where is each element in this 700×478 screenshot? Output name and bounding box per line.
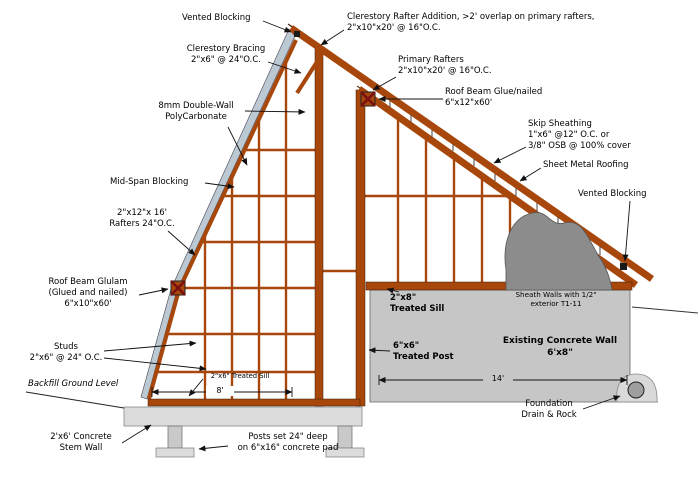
treated-sill-2x6-member: [147, 398, 361, 407]
backfill-ground-line: [25, 391, 125, 409]
clerestory-bracing-member: [295, 52, 324, 95]
label-roof-beam-glue: Roof Beam Glue/nailed 6"x12"x60': [445, 87, 543, 108]
label-vented-blocking-top: Vented Blocking: [182, 13, 251, 23]
label-treated-sill-2x8: 2"x8" Treated Sill: [390, 293, 445, 314]
label-treated-post: 6"x6" Treated Post: [393, 341, 454, 362]
label-skip-sheathing: Skip Sheathing 1"x6" @12" O.C. or 3/8" O…: [528, 119, 631, 151]
treated-post-6x6: [355, 89, 366, 407]
vented-blocking-top-mark: [294, 31, 300, 37]
label-vented-blocking-right: Vented Blocking: [578, 189, 647, 199]
label-dim-14: 14': [483, 374, 513, 385]
foundation-drain: [616, 373, 658, 403]
label-rafters-2x12: 2"x12"x 16' Rafters 24"O.C.: [109, 208, 175, 229]
label-stem-wall: 2'x6' Concrete Stem Wall: [50, 432, 112, 453]
label-existing-wall: Existing Concrete Wall 6'x8": [502, 336, 618, 358]
label-studs: Studs 2"x6" @ 24" O.C.: [29, 342, 103, 363]
label-backfill: Backfill Ground Level: [28, 379, 119, 389]
label-sheath-walls: Sheath Walls with 1/2" exterior T1-11: [515, 290, 597, 309]
label-foundation-drain: Foundation Drain & Rock: [521, 399, 577, 420]
label-polycarbonate: 8mm Double-Wall PolyCarbonate: [158, 101, 234, 122]
label-clerestory-addition: Clerestory Rafter Addition, >2' overlap …: [347, 12, 595, 33]
left-wall-framing: [156, 61, 356, 399]
stem-wall-assembly: [123, 406, 365, 458]
roof-beam-glue-nailed-mark: [360, 91, 376, 107]
leader-arrows: [103, 20, 631, 452]
roof-beam-glulam-mark: [170, 280, 186, 296]
label-primary-rafters: Primary Rafters 2"x10"x20' @ 16"O.C.: [398, 55, 492, 76]
vented-blocking-eave-mark: [620, 263, 627, 270]
label-dim-8: 8': [206, 386, 234, 397]
t1-11-sheathing-blob: [504, 212, 613, 291]
label-roof-beam-glulam: Roof Beam Glulam (Glued and nailed) 6"x1…: [48, 277, 128, 309]
label-midspan-blocking: Mid-Span Blocking: [110, 177, 189, 187]
label-clerestory-bracing: Clerestory Bracing 2"x6" @ 24"O.C.: [186, 44, 266, 65]
label-sill-small: 2"x6" Treated Sill: [210, 372, 270, 380]
label-sheet-metal: Sheet Metal Roofing: [543, 160, 629, 170]
treated-sill-2x8-member: [365, 281, 633, 291]
clerestory-post: [314, 47, 324, 407]
label-posts-set: Posts set 24" deep on 6"x16" concrete pa…: [237, 432, 339, 453]
